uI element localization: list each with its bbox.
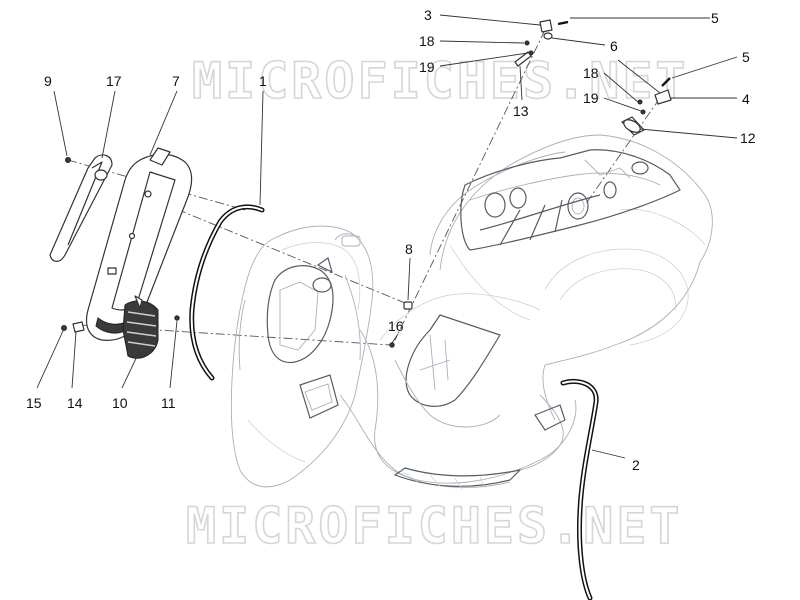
callout-3: 3 [424, 7, 432, 23]
front-shield [230, 225, 374, 488]
vent-grille-part-10 [122, 295, 159, 359]
watermark-bottom: MICROFICHES.NET [186, 497, 683, 555]
callout-7: 7 [172, 73, 180, 89]
callout-4: 4 [742, 91, 750, 107]
rubber-seal-part-2 [560, 378, 599, 600]
callout-2: 2 [632, 457, 640, 473]
callout-1: 1 [259, 73, 267, 89]
callout-5-top: 5 [711, 10, 719, 26]
callout-17: 17 [106, 73, 122, 89]
callout-10: 10 [112, 395, 128, 411]
callout-13: 13 [513, 103, 529, 119]
callout-9: 9 [44, 73, 52, 89]
cover-strip-part-17 [49, 154, 113, 262]
callout-15: 15 [26, 395, 42, 411]
callouts: 9 17 7 1 8 16 15 14 10 11 2 3 5 18 6 19 … [26, 7, 756, 473]
rubber-seal-part-1 [189, 204, 265, 381]
callout-5-right: 5 [742, 49, 750, 65]
callout-8: 8 [405, 241, 413, 257]
callout-12: 12 [740, 130, 756, 146]
callout-18-right: 18 [583, 65, 599, 81]
callout-16: 16 [388, 318, 404, 334]
callout-19-right: 19 [583, 90, 599, 106]
watermark-top: MICROFICHES.NET [192, 52, 689, 110]
callout-19-top: 19 [419, 59, 435, 75]
callout-6: 6 [610, 38, 618, 54]
callout-11: 11 [161, 395, 176, 411]
leader-lines [36, 14, 738, 459]
callout-18-top: 18 [419, 33, 435, 49]
scooter-body [339, 134, 713, 490]
callout-14: 14 [67, 395, 83, 411]
small-hardware [61, 19, 672, 348]
